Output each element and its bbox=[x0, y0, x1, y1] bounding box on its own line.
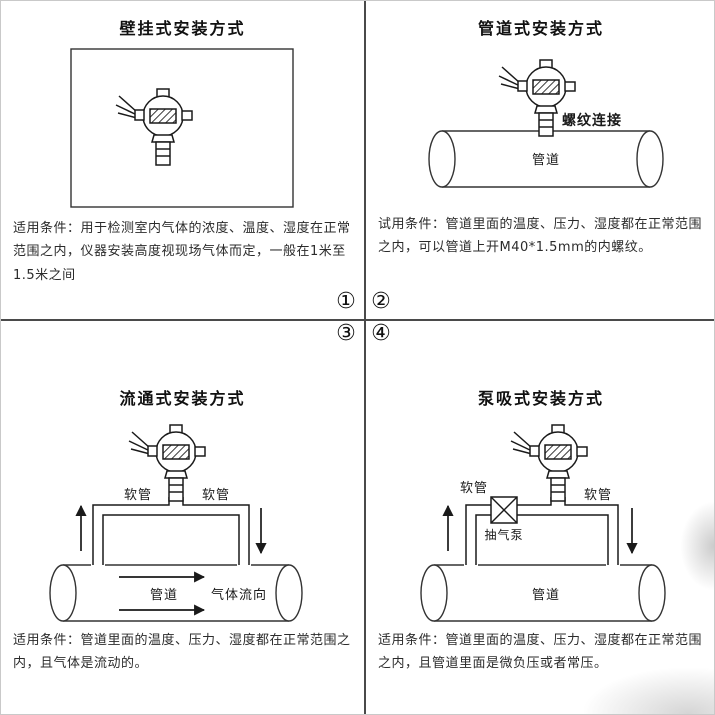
panel-wall-mount: 壁挂式安装方式 适用条件：用于检测室内气体的浓度、温度、湿度在正常范围之内，仪器… bbox=[1, 1, 364, 319]
circled-number-3: ③ bbox=[336, 321, 356, 346]
panel-pump-suction-mount: 泵吸式安装方式 软管 软管 抽气泵 管道 bbox=[366, 321, 714, 714]
hose-left-label: 软管 bbox=[124, 488, 152, 503]
panel2-title: 管道式安装方式 bbox=[477, 19, 604, 38]
wall-mount-diagram bbox=[70, 48, 294, 208]
hose-left-label: 软管 bbox=[460, 481, 488, 496]
panel-flow-through-mount: 流通式安装方式 软管 软管 管道 气体流向 适用条件：管道里面的温度、压力、湿度… bbox=[1, 321, 364, 714]
panel4-title: 泵吸式安装方式 bbox=[477, 389, 604, 408]
pipe-label: 管道 bbox=[532, 588, 560, 603]
pipeline-mount-diagram: 螺纹连接 管道 bbox=[428, 59, 664, 188]
panel3-title: 流通式安装方式 bbox=[119, 389, 246, 408]
gas-detector-icon bbox=[510, 424, 588, 502]
panel1-title: 壁挂式安装方式 bbox=[119, 19, 246, 38]
panel2-description: 试用条件：管道里面的温度、压力、湿度都在正常范围之内，可以管道上开M40*1.5… bbox=[378, 217, 703, 256]
hose-tubing bbox=[92, 497, 250, 565]
panel4-description: 适用条件：管道里面的温度、压力、湿度都在正常范围之内，且管道里面是微负压或者常压… bbox=[378, 633, 703, 672]
suction-pump-icon bbox=[490, 496, 518, 524]
circled-number-1: ① bbox=[336, 289, 356, 314]
gas-flow-direction-label: 气体流向 bbox=[211, 587, 267, 603]
hose-right-label: 软管 bbox=[202, 488, 230, 503]
suction-pump-label: 抽气泵 bbox=[484, 527, 523, 542]
circled-number-2: ② bbox=[371, 289, 391, 314]
panel3-description: 适用条件：管道里面的温度、压力、湿度都在正常范围之内，且气体是流动的。 bbox=[13, 633, 351, 672]
pipe-label: 管道 bbox=[150, 588, 178, 603]
wall-panel-outline bbox=[70, 48, 294, 208]
vertical-divider bbox=[364, 1, 366, 714]
pipe-cylinder bbox=[49, 564, 303, 622]
horizontal-divider bbox=[1, 319, 714, 321]
hose-right-label: 软管 bbox=[584, 488, 612, 503]
circled-number-4: ④ bbox=[371, 321, 391, 346]
pipe-cylinder bbox=[428, 130, 664, 188]
thread-connection-label: 螺纹连接 bbox=[562, 112, 622, 129]
panel1-description: 适用条件：用于检测室内气体的浓度、温度、湿度在正常范围之内，仪器安装高度视现场气… bbox=[13, 221, 351, 283]
pipe-label: 管道 bbox=[532, 153, 560, 168]
pump-suction-diagram: 软管 软管 抽气泵 管道 bbox=[420, 424, 666, 622]
pipe-cylinder bbox=[420, 564, 666, 622]
panel-pipeline-mount: 管道式安装方式 螺纹连接 管道 试用条件：管道里面的温度、压力、湿度都在正常范围… bbox=[366, 1, 714, 319]
flow-through-diagram: 软管 软管 管道 气体流向 bbox=[49, 424, 303, 622]
